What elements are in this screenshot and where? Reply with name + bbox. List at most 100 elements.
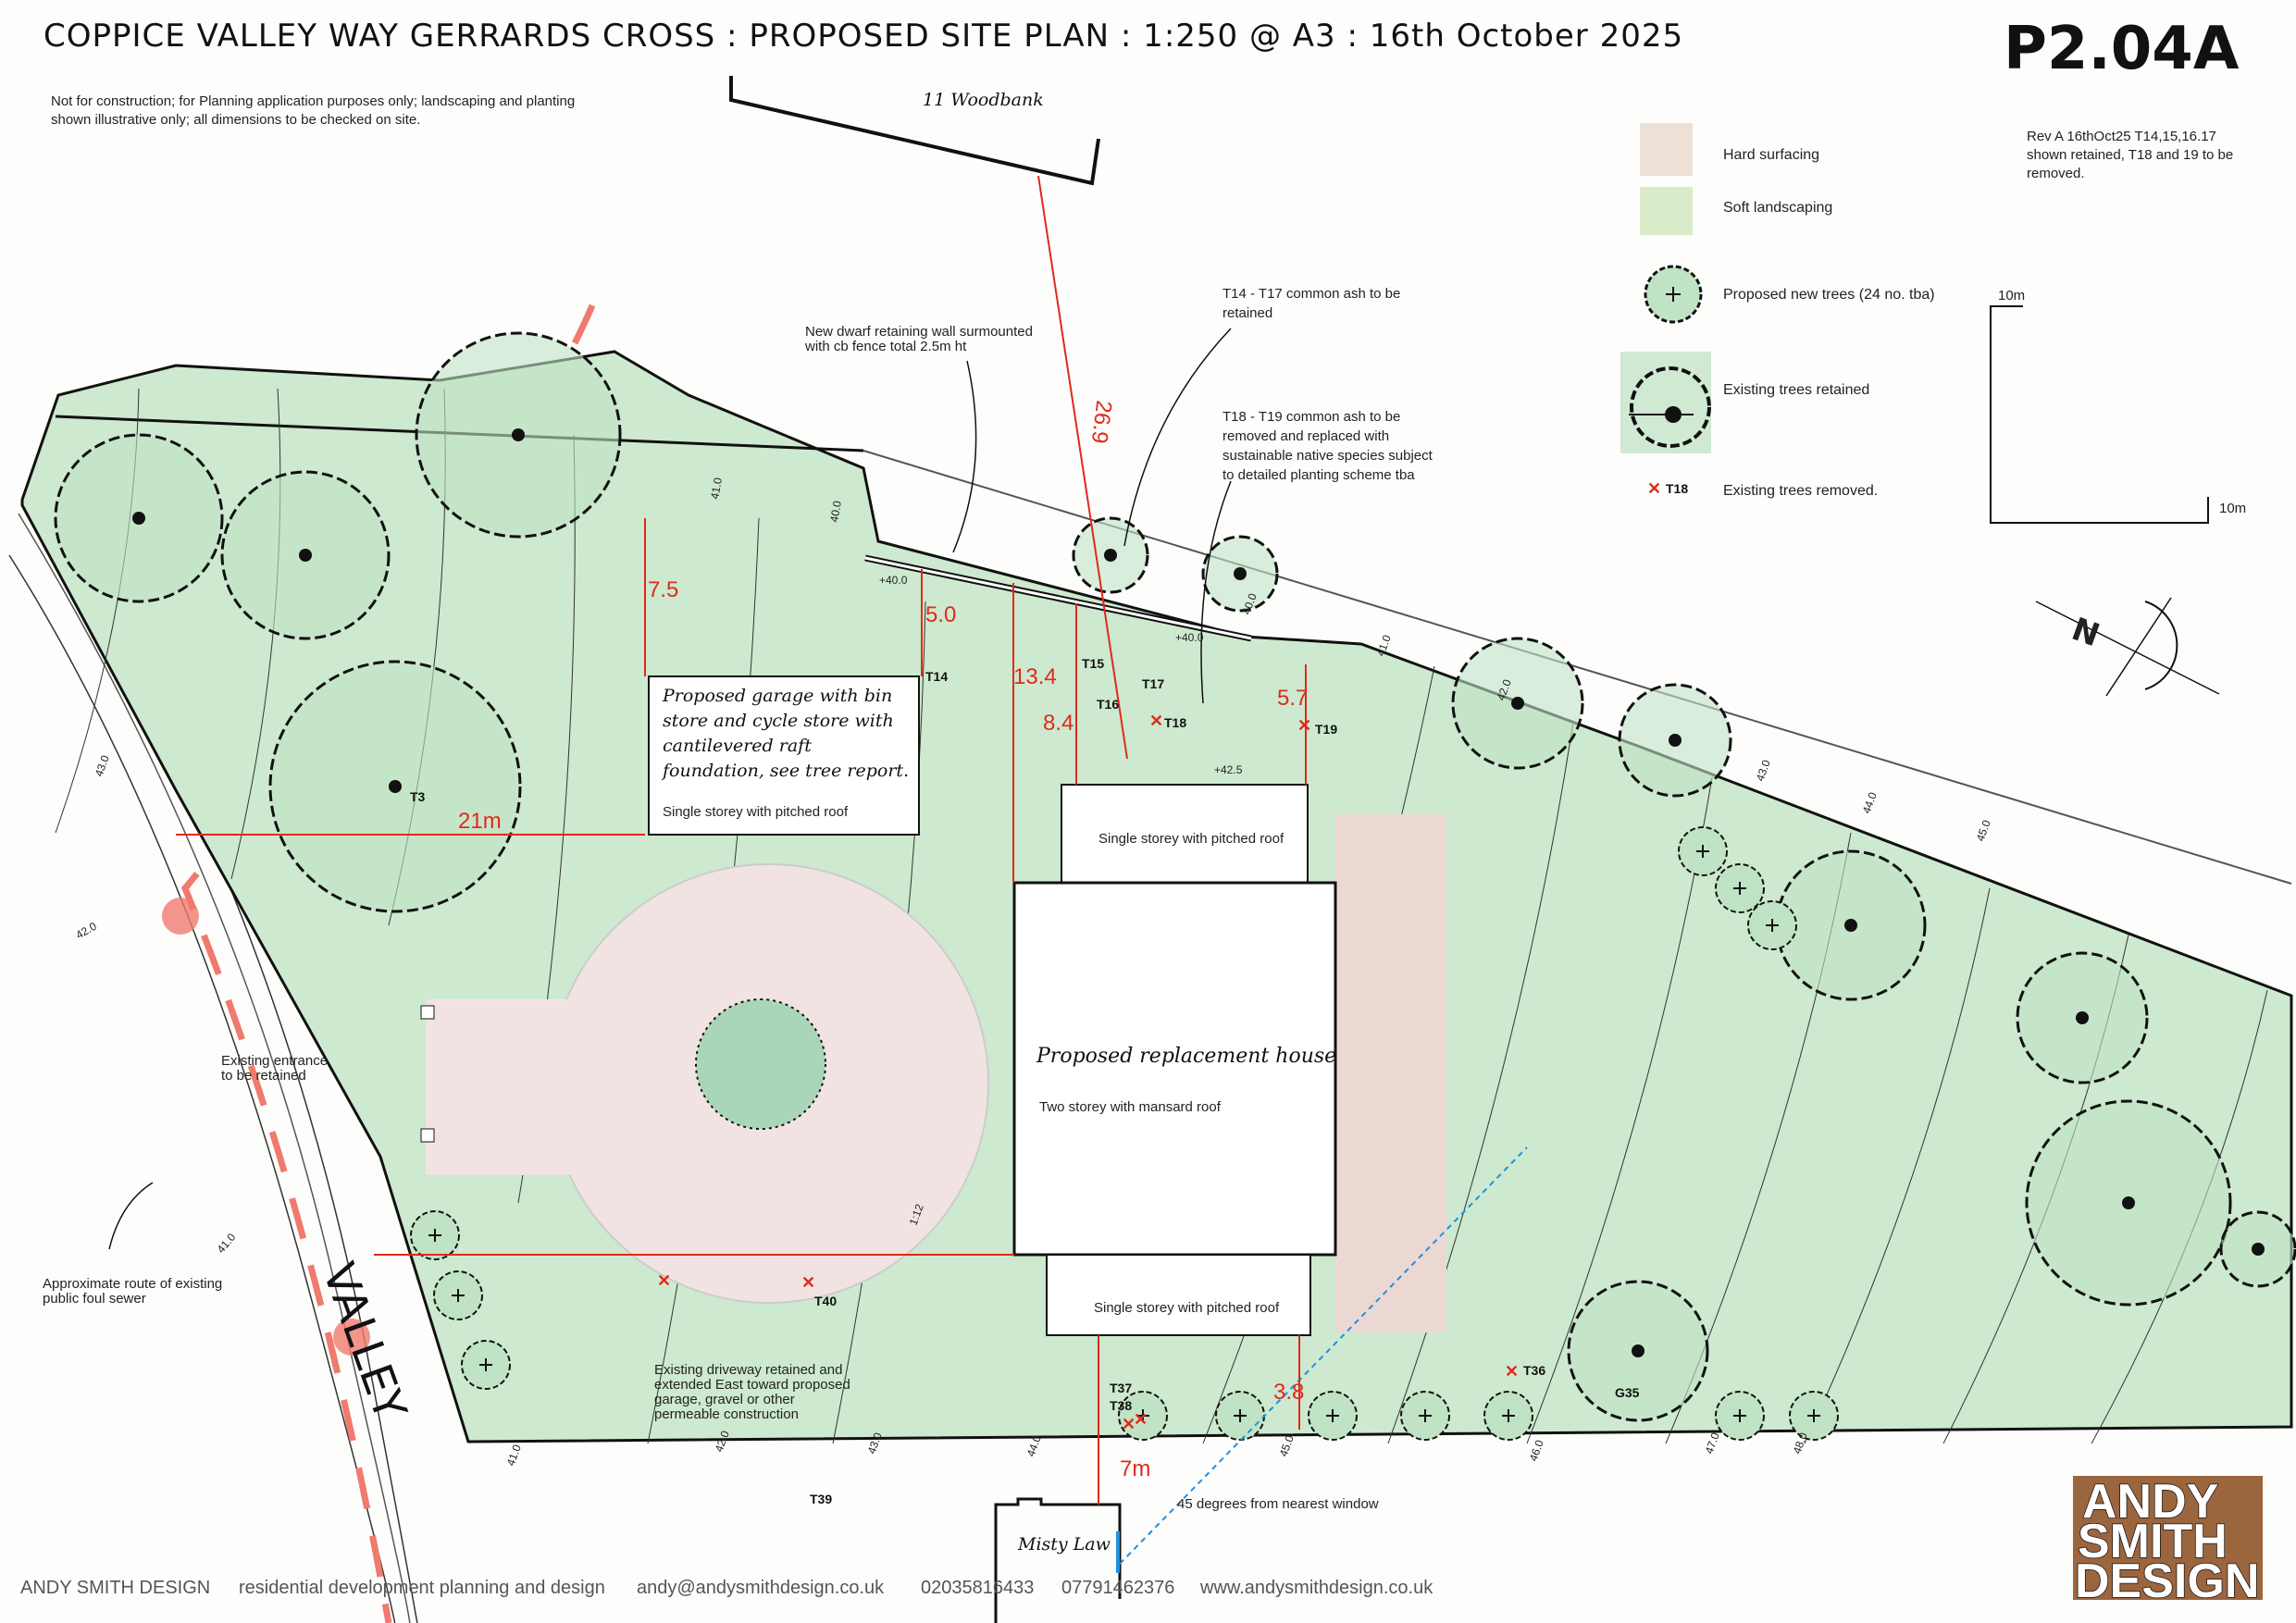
revision-note-2: shown retained, T18 and 19 to be bbox=[2027, 147, 2233, 163]
trees bbox=[54, 331, 2296, 1441]
retaining-wall-note-1: New dwarf retaining wall surmounted bbox=[805, 324, 1033, 340]
disclaimer-line-2: shown illustrative only; all dimensions … bbox=[51, 112, 420, 128]
svg-text:44.0: 44.0 bbox=[1860, 790, 1880, 815]
dimension-13-4: 13.4 bbox=[1013, 664, 1057, 689]
svg-text:DESIGN: DESIGN bbox=[2075, 1555, 2259, 1608]
t14-t17-note-1: T14 - T17 common ash to be bbox=[1222, 286, 1400, 302]
legend-existing-trees-label: Existing trees retained bbox=[1723, 382, 1869, 398]
dimension-26-9: 26.9 bbox=[1086, 399, 1116, 445]
contour-line bbox=[1804, 887, 1991, 1444]
dimension-5-7: 5.7 bbox=[1277, 686, 1308, 711]
central-planting-island bbox=[695, 998, 826, 1130]
footer-phone-1[interactable]: 02035816433 bbox=[921, 1578, 1034, 1598]
scale-vertical-label: 10m bbox=[1998, 288, 2025, 304]
proposed-tree-cross-icon bbox=[1502, 1409, 1515, 1422]
svg-text:41.0: 41.0 bbox=[708, 477, 725, 501]
tree-trunk bbox=[1844, 919, 1857, 932]
garage-label-1: Proposed garage with bin bbox=[662, 686, 892, 706]
garage-label-3: cantilevered raft bbox=[663, 736, 812, 756]
tree-trunk bbox=[1511, 697, 1524, 710]
south-wing-label: Single storey with pitched roof bbox=[1094, 1300, 1280, 1316]
garage-label-4: foundation, see tree report. bbox=[661, 761, 909, 781]
existing-tree-icon bbox=[1620, 352, 1711, 453]
proposed-tree-cross-icon bbox=[1136, 1409, 1149, 1422]
t18-t19-note-4: to detailed planting scheme tba bbox=[1222, 467, 1415, 483]
house-title: Proposed replacement house bbox=[1036, 1045, 1336, 1068]
tree-trunk bbox=[1669, 734, 1682, 747]
entrance-gate-pillar[interactable] bbox=[420, 1128, 435, 1143]
house-sub-label: Two storey with mansard roof bbox=[1039, 1099, 1222, 1115]
proposed-tree-icon bbox=[1644, 265, 1703, 324]
legend-proposed-trees-label: Proposed new trees (24 no. tba) bbox=[1723, 287, 1935, 303]
t14-t17-note-2: retained bbox=[1222, 305, 1272, 321]
svg-text:41.0: 41.0 bbox=[504, 1443, 524, 1468]
tree-label-t38: T38 bbox=[1110, 1398, 1132, 1413]
svg-text:✕: ✕ bbox=[1122, 1415, 1136, 1433]
tree-label-t19: T19 bbox=[1315, 722, 1337, 737]
svg-text:43.0: 43.0 bbox=[1754, 758, 1773, 783]
retaining-wall-note-2: with cb fence total 2.5m ht bbox=[804, 339, 967, 354]
svg-text:✕: ✕ bbox=[1505, 1362, 1519, 1381]
legend-soft-swatch bbox=[1640, 187, 1693, 235]
dimension-7-5: 7.5 bbox=[648, 577, 678, 602]
scale-horizontal-label: 10m bbox=[2219, 501, 2246, 516]
sightline-note: 45 degrees from nearest window bbox=[1177, 1496, 1379, 1512]
svg-text:48.0: 48.0 bbox=[1791, 1431, 1810, 1456]
proposed-tree-cross-icon bbox=[1326, 1409, 1339, 1422]
dimension-21m: 21m bbox=[458, 809, 502, 834]
svg-text:46.0: 46.0 bbox=[1527, 1438, 1546, 1463]
entrance-driveway bbox=[426, 999, 611, 1175]
proposed-tree-cross-icon bbox=[1766, 919, 1779, 932]
south-wing: Single storey with pitched roof bbox=[1046, 1254, 1311, 1336]
tree-trunk bbox=[1632, 1344, 1644, 1357]
dimension-lines bbox=[176, 175, 1307, 1505]
tree-trunk bbox=[1104, 549, 1117, 562]
tree-label-t40: T40 bbox=[814, 1294, 837, 1308]
footer-email[interactable]: andy@andysmithdesign.co.uk bbox=[637, 1578, 885, 1598]
sewer-note-1: Approximate route of existing bbox=[43, 1276, 222, 1292]
north-wing: Single storey with pitched roof bbox=[1061, 784, 1309, 884]
tree-label-t39: T39 bbox=[810, 1492, 832, 1506]
garage-label-2: store and cycle store with bbox=[663, 711, 894, 731]
tree-trunk bbox=[299, 549, 312, 562]
north-label: N bbox=[2066, 611, 2104, 654]
sheet-number: P2.04A bbox=[2004, 15, 2240, 83]
proposed-tree-cross-icon bbox=[428, 1229, 441, 1242]
north-arrow: N bbox=[2035, 597, 2220, 697]
driveway-note-4: permeable construction bbox=[654, 1406, 799, 1422]
neighbour-misty-law-label: Misty Law bbox=[1017, 1534, 1111, 1555]
tree-trunk bbox=[1234, 567, 1247, 580]
tree-label-t3: T3 bbox=[410, 789, 426, 804]
footer-website[interactable]: www.andysmithdesign.co.uk bbox=[1199, 1578, 1433, 1598]
footer-phone-2[interactable]: 07791462376 bbox=[1061, 1578, 1174, 1598]
tree-label-t18: T18 bbox=[1164, 715, 1186, 730]
proposed-tree-cross-icon bbox=[479, 1358, 492, 1371]
entrance-gate-pillar[interactable] bbox=[420, 1005, 435, 1020]
footer: ANDY SMITH DESIGN residential developmen… bbox=[20, 1578, 1433, 1598]
tree-trunk bbox=[2252, 1243, 2265, 1256]
svg-text:✕: ✕ bbox=[657, 1271, 671, 1290]
scale-bar: 10m 10m bbox=[1990, 288, 2246, 524]
entrance-note-1: Existing entrance bbox=[221, 1053, 328, 1069]
legend-removed-marker: T18 bbox=[1666, 481, 1688, 496]
t18-t19-note-2: removed and replaced with bbox=[1222, 428, 1389, 444]
removed-tree-markers: ✕✕✕ ✕✕✕✕ bbox=[657, 712, 1519, 1433]
proposed-garage: Proposed garage with bin store and cycle… bbox=[648, 675, 920, 836]
svg-text:✕: ✕ bbox=[1134, 1410, 1148, 1429]
tree-trunk bbox=[2076, 1011, 2089, 1024]
contour-line bbox=[230, 388, 281, 880]
tree-trunk bbox=[132, 512, 145, 525]
tree-label-t16: T16 bbox=[1097, 697, 1119, 712]
removed-tree-x-icon: ✕ bbox=[1647, 479, 1661, 498]
svg-text:✕: ✕ bbox=[1297, 716, 1311, 735]
neighbour-boundary-misty-law bbox=[994, 1497, 1122, 1623]
svg-text:45.0: 45.0 bbox=[1277, 1433, 1297, 1458]
svg-text:41.0: 41.0 bbox=[215, 1231, 239, 1256]
tree-trunk bbox=[2122, 1196, 2135, 1209]
dimension-3-8: 3.8 bbox=[1273, 1380, 1304, 1405]
svg-text:✕: ✕ bbox=[1149, 712, 1163, 730]
legend: Hard surfacing Soft landscaping Proposed… bbox=[1620, 123, 1935, 499]
dimension-8-4: 8.4 bbox=[1043, 711, 1074, 736]
svg-text:✕: ✕ bbox=[801, 1273, 815, 1292]
